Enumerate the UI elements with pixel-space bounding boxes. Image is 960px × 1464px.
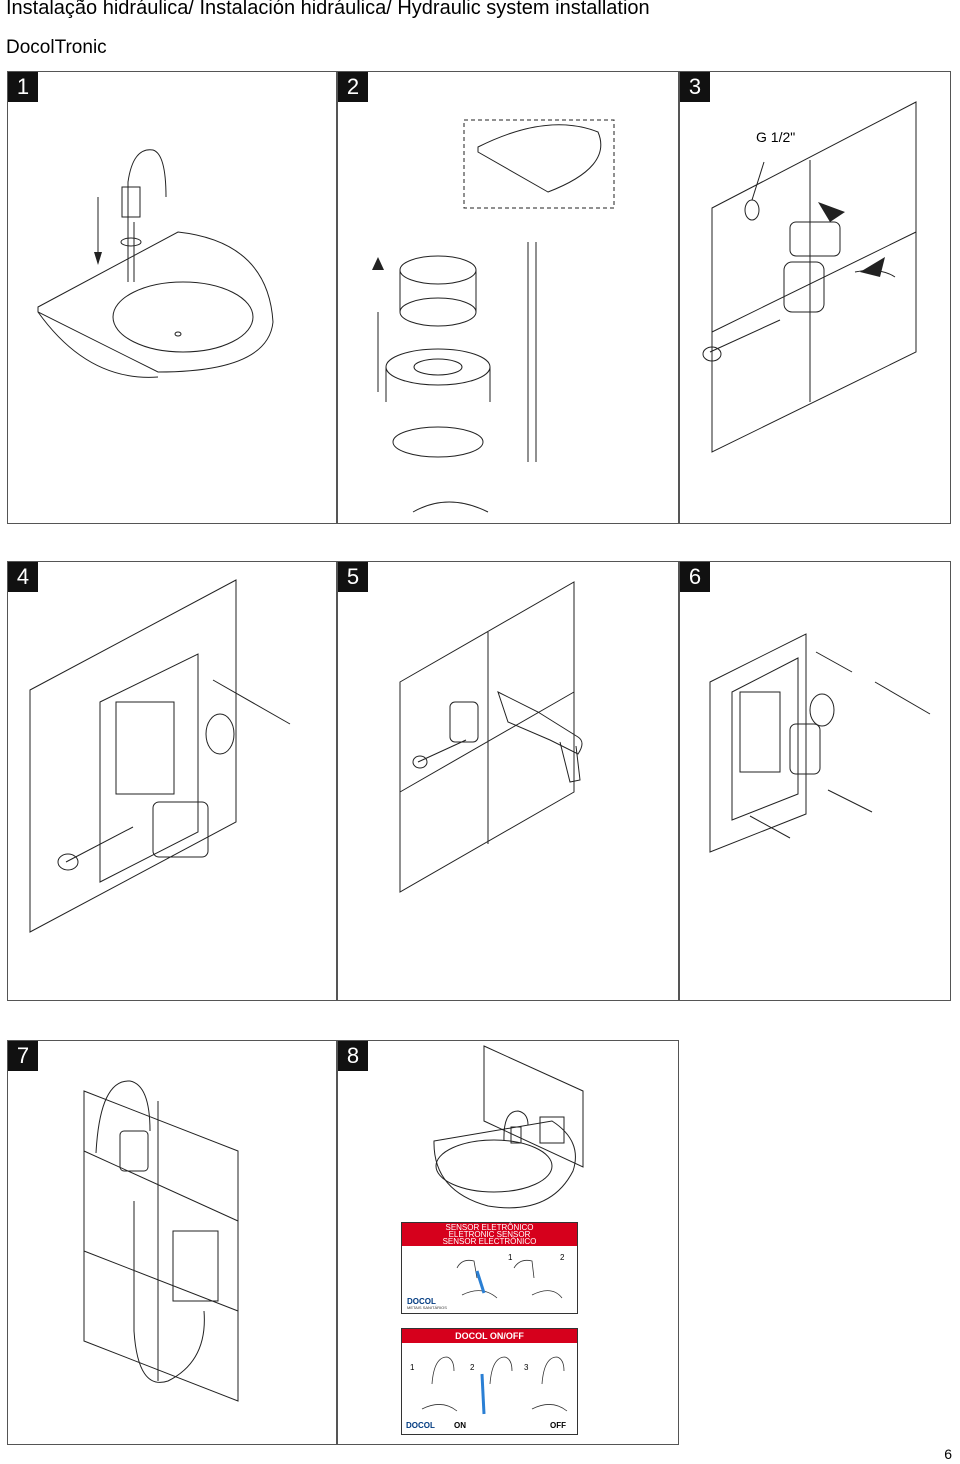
docol-logo: DOCOL [406, 1421, 435, 1430]
sensor-instruction-label: SENSOR ELETRÔNICO ELETRONIC SENSOR SENSO… [401, 1222, 578, 1314]
screw-fixing-illustration [709, 633, 931, 853]
sensor-label-line3: SENSOR ELECTRÓNICO [442, 1237, 537, 1246]
sensor-step-1: 1 [508, 1253, 513, 1262]
product-name: DocolTronic [6, 37, 107, 58]
page-number: 6 [944, 1446, 952, 1462]
step-5-panel: 5 [337, 561, 679, 1001]
step-number: 7 [8, 1041, 38, 1071]
step-number: 1 [8, 72, 38, 102]
docol-logo: DOCOL [407, 1297, 436, 1306]
sensor-label-line2: ELETRONIC SENSOR [448, 1230, 531, 1239]
step-number: 8 [338, 1041, 368, 1071]
thread-size-label: G 1/2" [756, 129, 796, 145]
step-8-panel: 8 SENSOR ELETRÔNICO ELETRONIC SENSOR SEN… [337, 1040, 679, 1445]
on-label: ON [454, 1421, 466, 1430]
finished-installation-illustration [433, 1045, 584, 1209]
docol-logo-subtitle: METAIS SANITÁRIOS [407, 1305, 447, 1310]
page-title: Instalação hidráulica/ Instalación hidrá… [6, 0, 650, 19]
step-6-panel: 6 [679, 561, 951, 1001]
step-2-panel: 2 [337, 71, 679, 524]
onoff-label-header: DOCOL ON/OFF [402, 1329, 577, 1343]
step-number: 5 [338, 562, 368, 592]
sensor-step-2: 2 [560, 1253, 565, 1262]
sensor-label-line1: SENSOR ELETRÔNICO [445, 1223, 534, 1232]
drain-assembly-illustration [372, 119, 615, 513]
wall-drilling-illustration [399, 581, 583, 893]
wall-valve-illustration [702, 101, 917, 453]
washbasin-faucet-illustration [37, 149, 274, 378]
off-label: OFF [550, 1421, 566, 1430]
step-3-panel: 3 G 1/2" [679, 71, 951, 524]
step-7-panel: 7 [7, 1040, 337, 1445]
onoff-instruction-label: DOCOL ON/OFF 1 2 3 DOCOL ON OFF [401, 1328, 578, 1435]
step-1-panel: 1 [7, 71, 337, 524]
step-number: 6 [680, 562, 710, 592]
step-number: 2 [338, 72, 368, 102]
onoff-step-1: 1 [410, 1363, 415, 1372]
onoff-faucets-icon [421, 1356, 568, 1415]
step-number: 3 [680, 72, 710, 102]
sensor-hands-icon [456, 1259, 563, 1299]
sensor-label-header: SENSOR ELETRÔNICO ELETRONIC SENSOR SENSO… [402, 1223, 577, 1246]
step-4-panel: 4 [7, 561, 337, 1001]
step-number: 4 [8, 562, 38, 592]
onoff-step-2: 2 [470, 1363, 475, 1372]
hose-connection-illustration [83, 1080, 239, 1402]
mounting-box-illustration [29, 579, 291, 933]
onoff-step-3: 3 [524, 1363, 529, 1372]
